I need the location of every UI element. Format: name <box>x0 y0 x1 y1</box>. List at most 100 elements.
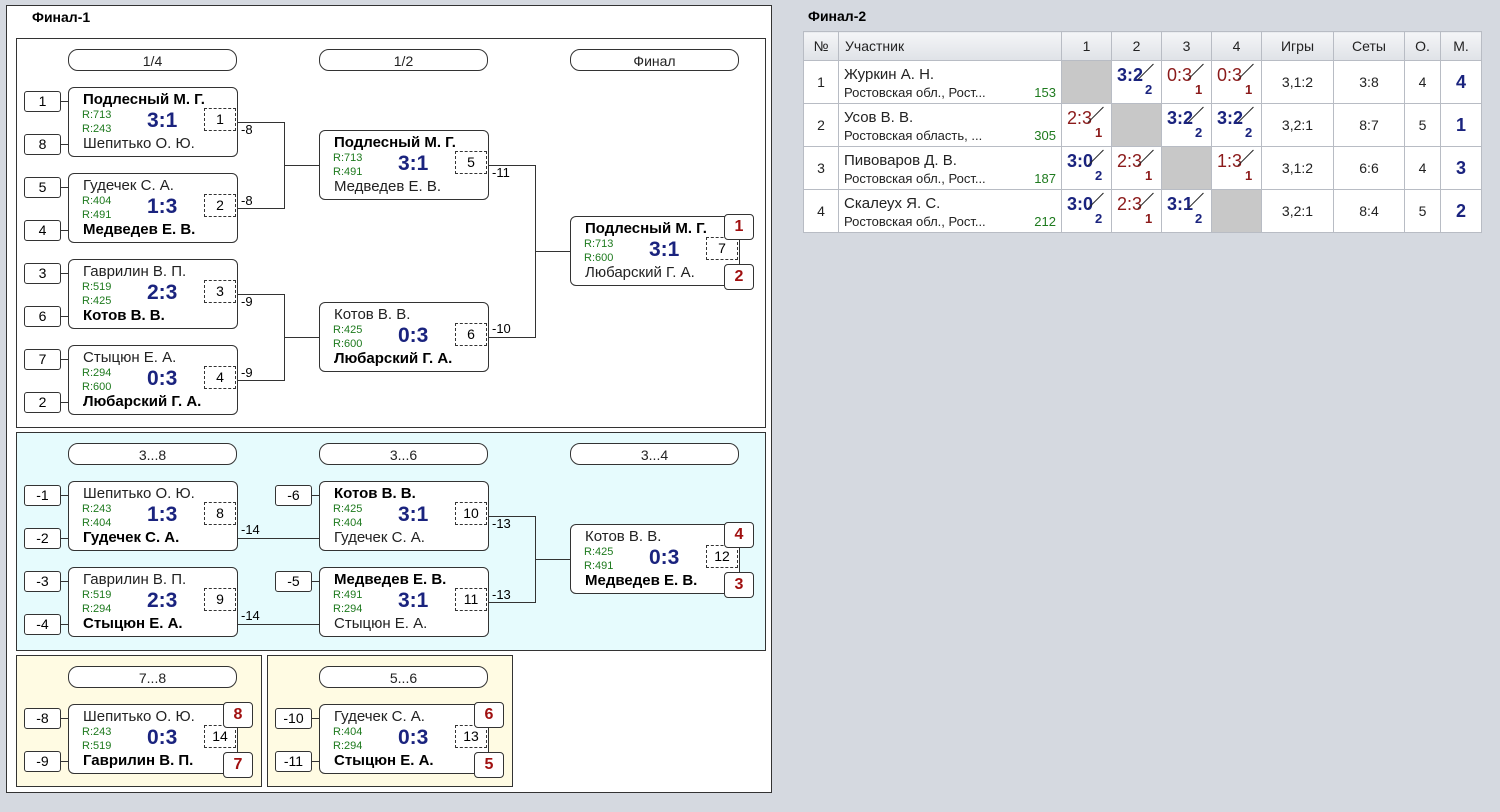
rating-bottom: R:519 <box>82 740 112 752</box>
rating-top: R:713 <box>584 238 614 250</box>
participant-cell: Пивоваров Д. В.Ростовская обл., Рост...1… <box>838 146 1062 190</box>
col-sets: Сеты <box>1333 31 1405 61</box>
result-points: 1 <box>1245 168 1253 183</box>
match-score: 0:3 <box>649 546 680 569</box>
result-score: 1:3 <box>1217 151 1243 171</box>
match-score: 3:1 <box>398 503 429 526</box>
round-header-s34: 3...4 <box>570 443 739 465</box>
match-number: 5 <box>455 151 487 174</box>
seed-box: 4 <box>24 220 61 241</box>
seed-box: -2 <box>24 528 61 549</box>
player-bottom: Гудечек С. А. <box>83 529 180 546</box>
table-header-row: № Участник 1 2 3 4 Игры Сеты О. М. <box>803 31 1482 61</box>
player-top: Котов В. В. <box>334 306 411 323</box>
sets-cell: 6:6 <box>1333 146 1405 190</box>
seed-box: 3 <box>24 263 61 284</box>
result-points: 1 <box>1245 82 1253 97</box>
match-score: 0:3 <box>147 367 178 390</box>
player-top: Гаврилин В. П. <box>83 263 187 280</box>
participant-name: Скалеух Я. С. <box>844 195 941 212</box>
rating-top: R:425 <box>333 503 363 515</box>
seed-box: -11 <box>275 751 312 772</box>
rating-top: R:404 <box>333 726 363 738</box>
player-top: Подлесный М. Г. <box>83 91 205 108</box>
participant-cell: Усов В. В.Ростовская область, ...305 <box>838 103 1062 147</box>
participant-rating: 187 <box>1034 171 1056 186</box>
rating-top: R:243 <box>82 726 112 738</box>
col-4: 4 <box>1211 31 1262 61</box>
rating-top: R:491 <box>333 589 363 601</box>
connector-line <box>61 359 68 360</box>
player-top: Шепитько О. Ю. <box>83 708 195 725</box>
sets-cell: 8:4 <box>1333 189 1405 233</box>
player-bottom: Любарский Г. А. <box>83 393 202 410</box>
col-number: № <box>803 31 839 61</box>
place-cell: 1 <box>1440 103 1482 147</box>
match-score: 0:3 <box>147 726 178 749</box>
place-cell: 2 <box>1440 189 1482 233</box>
place-badge: 6 <box>474 702 504 728</box>
connector-line <box>61 144 68 145</box>
place-badge: 4 <box>724 522 754 548</box>
match-score: 3:1 <box>398 152 429 175</box>
loser-destination: -8 <box>241 122 253 137</box>
col-1: 1 <box>1061 31 1112 61</box>
result-score: 3:2 <box>1117 65 1144 85</box>
match-score: 3:1 <box>147 109 178 132</box>
points-cell: 5 <box>1404 103 1441 147</box>
player-top: Котов В. В. <box>334 485 416 502</box>
rating-bottom: R:404 <box>82 517 112 529</box>
loser-destination: -13 <box>492 587 511 602</box>
rating-bottom: R:404 <box>333 517 363 529</box>
connector-line <box>488 165 535 166</box>
match-number: 9 <box>204 588 236 611</box>
place-badge: 5 <box>474 752 504 778</box>
player-top: Гудечек С. А. <box>334 708 425 725</box>
match-score: 3:1 <box>649 238 680 261</box>
table-row: 1 Журкин А. Н.Ростовская обл., Рост...153… <box>803 60 1482 104</box>
player-bottom: Стыцюн Е. А. <box>334 752 434 769</box>
participant-cell: Журкин А. Н.Ростовская обл., Рост...153 <box>838 60 1062 104</box>
player-top: Подлесный М. Г. <box>334 134 456 151</box>
connector-line <box>61 581 68 582</box>
games-cell: 3,2:1 <box>1261 103 1334 147</box>
player-top: Шепитько О. Ю. <box>83 485 195 502</box>
final2-title: Финал-2 <box>808 8 867 24</box>
connector-line <box>237 122 284 123</box>
points-cell: 4 <box>1404 60 1441 104</box>
rating-bottom: R:294 <box>82 603 112 615</box>
rating-top: R:294 <box>82 367 112 379</box>
connector-line <box>237 538 319 539</box>
result-score: 0:3 <box>1217 65 1243 85</box>
loser-destination: -8 <box>241 193 253 208</box>
participant-cell: Скалеух Я. С.Ростовская обл., Рост...212 <box>838 189 1062 233</box>
match-score: 3:1 <box>398 589 429 612</box>
points-cell: 5 <box>1404 189 1441 233</box>
result-score: 2:3 <box>1067 108 1093 128</box>
connector-line <box>312 718 319 719</box>
self-cell <box>1111 103 1162 147</box>
rating-bottom: R:600 <box>584 252 614 264</box>
connector-line <box>488 337 535 338</box>
place-badge: 2 <box>724 264 754 290</box>
participant-club: Ростовская обл., Рост... <box>844 85 986 100</box>
result-points: 2 <box>1145 82 1153 97</box>
result-score: 3:0 <box>1067 194 1094 214</box>
row-number: 4 <box>803 189 839 233</box>
connector-line <box>237 208 284 209</box>
match-number: 10 <box>455 502 487 525</box>
col-2: 2 <box>1111 31 1162 61</box>
